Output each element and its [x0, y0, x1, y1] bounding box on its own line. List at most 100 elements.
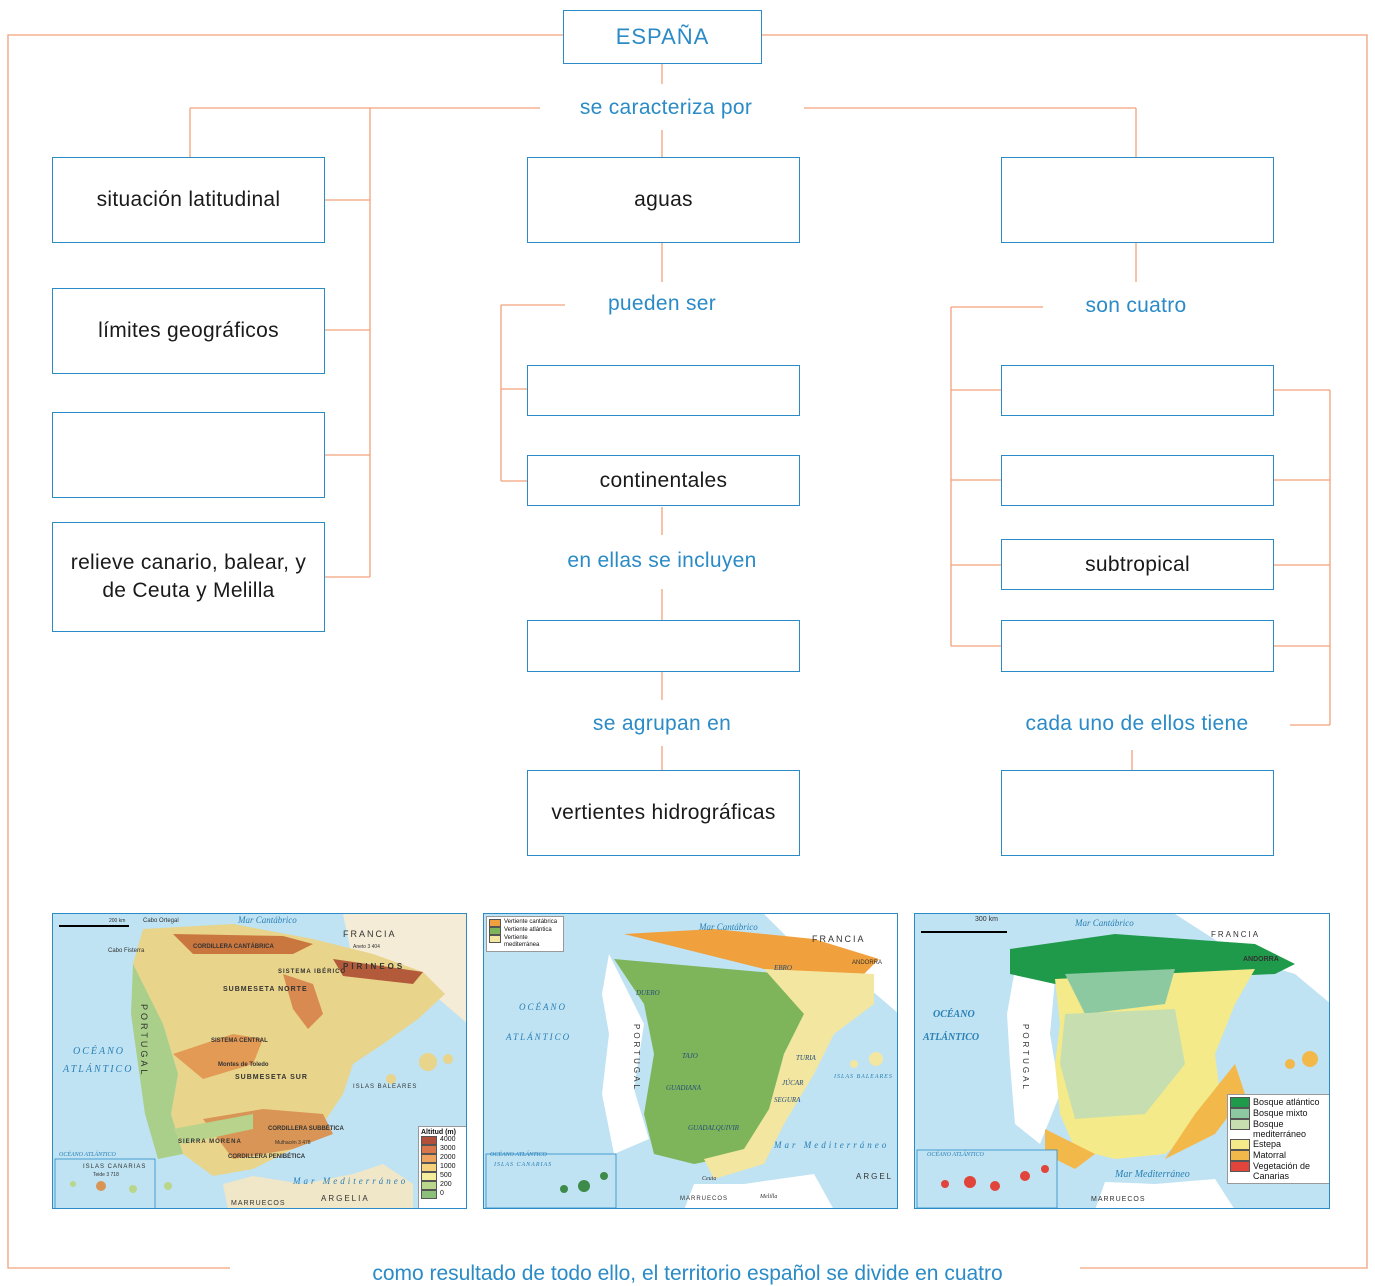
- legend-label: Estepa: [1253, 1139, 1282, 1149]
- legend-item: Matorral: [1230, 1150, 1329, 1161]
- map3-portugal: PORTUGAL: [1021, 1024, 1030, 1092]
- map3-atlantico: ATLÁNTICO: [923, 1032, 980, 1043]
- title-text: ESPAÑA: [615, 24, 710, 49]
- map1-mediterraneo: Mar Mediterráneo: [293, 1176, 409, 1186]
- map1-scale: 200 km: [109, 918, 126, 924]
- map2-mediterraneo: Mar Mediterráneo: [774, 1140, 890, 1150]
- map1-teide: Teide 3 718: [93, 1172, 119, 1178]
- legend-item: Estepa: [1230, 1139, 1329, 1150]
- map1-oceano-inset: OCÉANO ATLÁNTICO: [59, 1152, 116, 1158]
- map2-atlantico: ATLÁNTICO: [506, 1032, 572, 1042]
- map3-cantabrico: Mar Cantábrico: [1075, 918, 1134, 928]
- map-vertientes: OCÉANO ATLÁNTICO Mar Cantábrico FRANCIA …: [483, 913, 898, 1209]
- box-empty-left[interactable]: [52, 412, 325, 498]
- map1-cantabrico: Mar Cantábrico: [238, 915, 297, 925]
- box-empty-right-top[interactable]: [1001, 157, 1274, 243]
- legend-label: Vertiente cantábrica: [504, 919, 558, 925]
- map1-argelia: ARGELIA: [321, 1194, 370, 1203]
- map1-mulhacen: Mulhacén 3 478: [275, 1140, 311, 1146]
- legend-label: 3000: [440, 1145, 456, 1152]
- legend-label: 1000: [440, 1163, 456, 1170]
- map-relieve: OCÉANO ATLÁNTICO Mar Cantábrico FRANCIA …: [52, 913, 467, 1209]
- map2-ceuta: Ceuta: [702, 1176, 717, 1182]
- legend-label: 2000: [440, 1154, 456, 1161]
- connector-son-cuatro: son cuatro: [1077, 294, 1195, 318]
- map1-penibetica: CORDILLERA PENIBÉTICA: [228, 1154, 306, 1160]
- legend-label: Bosque atlántico: [1253, 1097, 1320, 1107]
- map1-legend-title: Altitud (m): [421, 1129, 456, 1136]
- box-subtropical: subtropical: [1001, 539, 1274, 590]
- legend-swatch: [1230, 1139, 1250, 1150]
- footer-label: como resultado de todo ello, el territor…: [358, 1262, 1017, 1285]
- map2-ebro: EBRO: [774, 964, 792, 972]
- legend-item: 4000: [421, 1136, 465, 1145]
- map2-guadiana: GUADIANA: [666, 1084, 701, 1092]
- legend-item: 3000: [421, 1145, 465, 1154]
- legend-item: Vertiente atlántica: [489, 927, 561, 935]
- box-situacion-latitudinal: situación latitudinal: [52, 157, 325, 243]
- legend-item: Vertiente mediterránea: [489, 935, 561, 949]
- box-limites-geograficos: límites geográficos: [52, 288, 325, 374]
- map1-central: SISTEMA CENTRAL: [211, 1038, 268, 1044]
- legend-swatch: [421, 1172, 437, 1181]
- map-vertientes-graphic: [485, 914, 897, 1208]
- box-aguas: aguas: [527, 157, 800, 243]
- legend-swatch: [421, 1181, 437, 1190]
- box-empty-right-bottom[interactable]: [1001, 770, 1274, 856]
- map2-cantabrico: Mar Cantábrico: [699, 922, 758, 932]
- legend-label: 500: [440, 1172, 452, 1179]
- connector-se-agrupan: se agrupan en: [584, 712, 740, 736]
- box-empty-incluyen[interactable]: [527, 620, 800, 672]
- map2-turia: TURIA: [796, 1054, 816, 1062]
- map2-oceano: OCÉANO: [519, 1002, 567, 1012]
- map1-cantabrica: CORDILLERA CANTÁBRICA: [193, 944, 274, 950]
- box-continentales: continentales: [527, 455, 800, 506]
- map2-tajo: TAJO: [682, 1052, 698, 1060]
- box-clima-2[interactable]: [1001, 455, 1274, 506]
- box-clima-4[interactable]: [1001, 620, 1274, 672]
- legend-swatch: [421, 1145, 437, 1154]
- map3-mediterraneo: Mar Mediterráneo: [1115, 1169, 1190, 1180]
- map1-morena: SIERRA MORENA: [178, 1139, 242, 1145]
- connector-en-ellas: en ellas se incluyen: [559, 549, 765, 573]
- connector-cada-uno: cada uno de ellos tiene: [1017, 712, 1257, 736]
- map1-aneto: Aneto 3 404: [353, 944, 380, 950]
- map2-jucar: JÚCAR: [782, 1079, 804, 1087]
- legend-label: Matorral: [1253, 1150, 1287, 1160]
- map3-oceano-inset: OCÉANO ATLÁNTICO: [927, 1152, 984, 1158]
- map3-scale: 300 km: [975, 916, 998, 923]
- legend-swatch: [489, 927, 501, 935]
- legend-item: Bosque mediterráneo: [1230, 1119, 1329, 1139]
- map3-andorra: ANDORRA: [1243, 956, 1279, 963]
- map-relieve-graphic: [54, 914, 466, 1208]
- legend-item: 2000: [421, 1154, 465, 1163]
- map-vegetacion: OCÉANO ATLÁNTICO Mar Cantábrico FRANCIA …: [914, 913, 1330, 1209]
- legend-label: Vertiente mediterránea: [504, 935, 540, 948]
- legend-swatch: [1230, 1108, 1250, 1119]
- box-empty-marinas[interactable]: [527, 365, 800, 416]
- legend-item: Vegetación de Canarias: [1230, 1161, 1329, 1181]
- legend-label: 200: [440, 1181, 452, 1188]
- map2-melilla: Melilla: [760, 1194, 778, 1200]
- legend-item: Bosque atlántico: [1230, 1097, 1329, 1108]
- legend-item: 1000: [421, 1163, 465, 1172]
- legend-swatch: [421, 1163, 437, 1172]
- map1-toledo: Montes de Toledo: [218, 1062, 269, 1068]
- legend-item: 0: [421, 1190, 465, 1199]
- map1-francia: FRANCIA: [343, 929, 397, 939]
- map1-finisterre: Cabo Fisterra: [108, 948, 145, 954]
- map2-portugal: PORTUGAL: [632, 1024, 641, 1092]
- map1-iberico: SISTEMA IBÉRICO: [278, 969, 347, 975]
- legend-swatch: [1230, 1119, 1250, 1130]
- connector-pueden-ser: pueden ser: [599, 292, 725, 316]
- box-clima-1[interactable]: [1001, 365, 1274, 416]
- map2-argelia: ARGEL: [856, 1172, 894, 1181]
- legend-swatch: [421, 1190, 437, 1199]
- box-relieve-canario: relieve canario, balear, y de Ceuta y Me…: [52, 522, 325, 632]
- title-box: ESPAÑA: [563, 10, 762, 64]
- map1-pirineos: PIRINEOS: [343, 962, 406, 971]
